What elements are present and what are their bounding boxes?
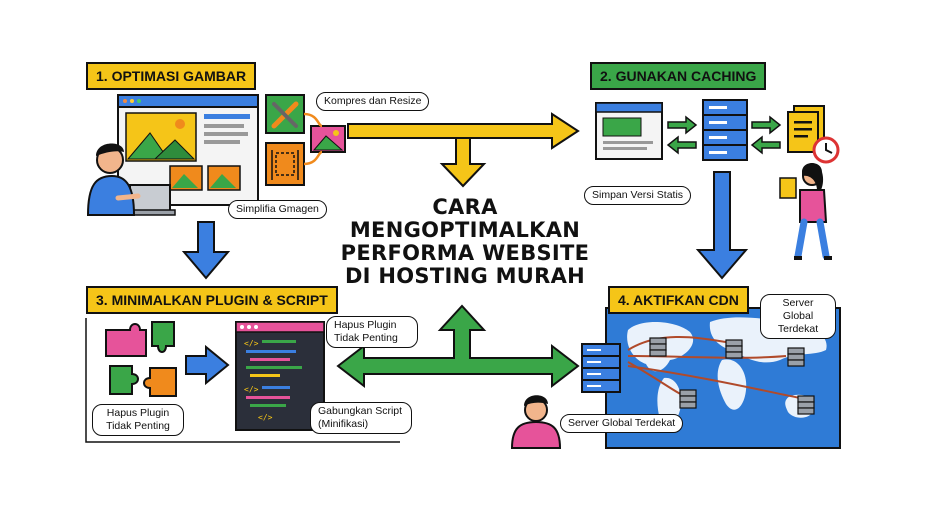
person-icon [779,163,832,260]
sync-arrows-icon [750,115,782,155]
title-line-1: CARA [432,195,498,219]
callout-gabungkan-script: Gabungkan Script (Minifikasi) [310,402,412,434]
arrow-1-to-3 [181,221,231,280]
step3-illustration: </> </> </> [85,318,400,443]
resize-icon [265,142,305,186]
callout-server-global-bottom: Server Global Terdekat [560,414,684,433]
arrow-right-icon [185,344,230,386]
svg-text:</>: </> [244,339,259,348]
code-icon: </> </> </> [235,321,325,431]
server-icon [702,99,748,161]
person-icon [510,395,562,449]
svg-text:</>: </> [244,385,259,394]
document-icon [787,105,825,153]
step1-label: 1. OPTIMASI GAMBAR [86,62,257,90]
tools-icon [265,94,305,134]
svg-text:</>: </> [258,413,273,422]
person-icon [86,143,141,216]
arrow-1-to-2 [347,112,580,188]
browser-window-icon [117,94,259,206]
callout-simpan-statis: Simpan Versi Statis [584,186,692,205]
title-line-4: DI HOSTING MURAH [344,264,586,288]
arrow-3-to-4 [336,304,580,389]
puzzle-icon [105,321,177,397]
callout-hapus-plugin-left: Hapus Plugin Tidak Penting [92,404,184,436]
callout-kompres: Kompres dan Resize [316,92,430,111]
image-icon [303,112,346,166]
small-server-icon [649,337,815,415]
step1-illustration [86,94,346,216]
arrow-2-to-4 [695,171,749,280]
title-line-3: PERFORMA WEBSITE [340,241,590,265]
browser-window-icon [595,102,663,160]
callout-hapus-plugin-right: Hapus Plugin Tidak Penting [326,316,418,348]
flow-arrows [181,112,749,389]
step2-label: 2. GUNAKAN CACHING [590,62,767,90]
callout-server-global-top: Server Global Terdekat [760,294,836,339]
main-title: CARA MENGOPTIMALKAN PERFORMA WEBSITE DI … [320,196,610,288]
step4-label: 4. AKTIFKAN CDN [608,286,749,314]
title-line-2: MENGOPTIMALKAN [349,218,581,242]
server-icon [581,343,621,393]
sync-arrows-icon [666,115,698,155]
step2-illustration [595,99,840,260]
clock-icon [812,136,840,164]
step3-label: 3. MINIMALKAN PLUGIN & SCRIPT [86,286,338,314]
callout-simplifia: Simplifia Gmagen [228,200,327,219]
